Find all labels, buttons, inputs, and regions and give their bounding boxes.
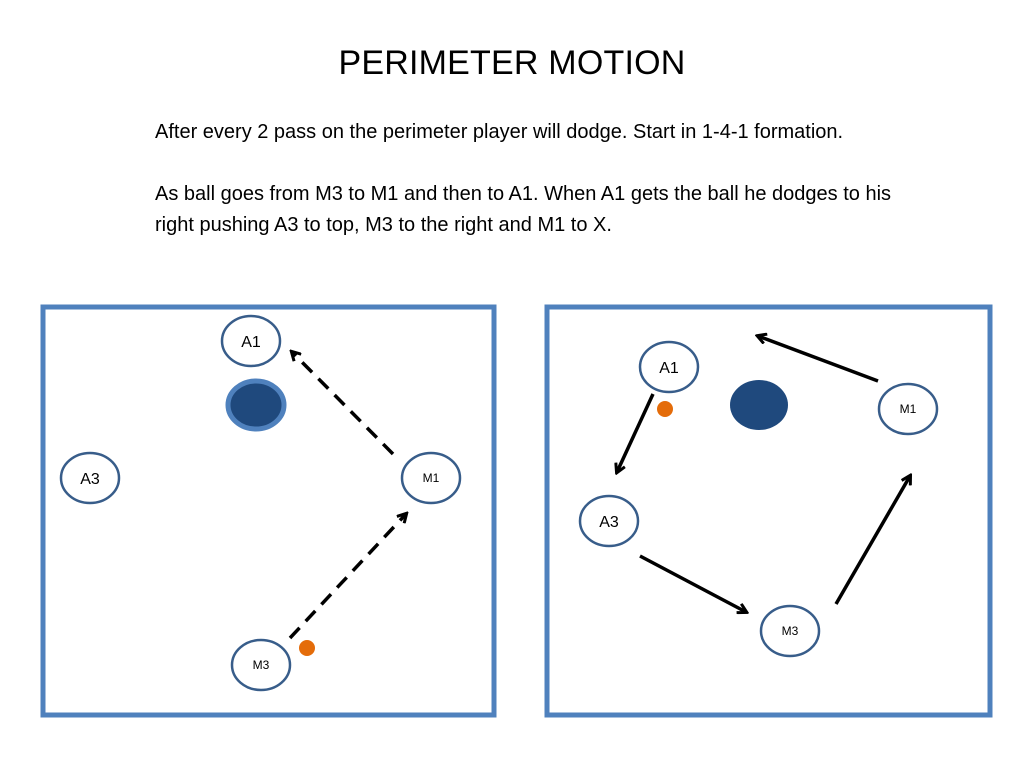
slide-body: After every 2 pass on the perimeter play… bbox=[155, 117, 915, 272]
right-player-a3: A3 bbox=[578, 494, 640, 548]
right-player-m1-label: M1 bbox=[900, 402, 917, 416]
left-player-m3: M3 bbox=[230, 638, 292, 692]
body-paragraph-2: As ball goes from M3 to M1 and then to A… bbox=[155, 183, 892, 236]
right-player-m3: M3 bbox=[759, 604, 821, 658]
left-player-a3-label: A3 bbox=[80, 471, 100, 488]
right-player-m1: M1 bbox=[877, 382, 939, 436]
left-pass-arrow-m3-to-m1 bbox=[288, 514, 406, 640]
left-player-a1-label: A1 bbox=[241, 334, 261, 351]
right-move-arrow-a3-to-m3 bbox=[639, 554, 746, 612]
slide-title: PERIMETER MOTION bbox=[338, 44, 686, 82]
left-player-m1: M1 bbox=[400, 451, 462, 505]
right-player-a1-label: A1 bbox=[659, 360, 679, 377]
left-player-m3-label: M3 bbox=[253, 658, 270, 672]
right-move-arrow-m3-to-m1 bbox=[834, 476, 910, 605]
left-player-a3: A3 bbox=[59, 451, 121, 505]
left-player-a1: A1 bbox=[220, 314, 282, 368]
body-paragraph-1: After every 2 pass on the perimeter play… bbox=[155, 121, 844, 143]
right-move-arrow-a1-dodge bbox=[617, 393, 655, 472]
right-move-arrow-m1-to-top bbox=[758, 336, 879, 383]
right-ball bbox=[657, 401, 673, 417]
left-pass-arrow-m1-to-a1 bbox=[292, 352, 395, 456]
left-defender-marker bbox=[225, 378, 287, 432]
left-player-m1-label: M1 bbox=[423, 471, 440, 485]
right-player-m3-label: M3 bbox=[782, 624, 799, 638]
right-defender-marker bbox=[730, 380, 788, 430]
right-player-a3-label: A3 bbox=[599, 514, 619, 531]
left-ball bbox=[299, 640, 315, 656]
right-diagram: A1 A3 M1 M3 bbox=[544, 304, 993, 718]
left-diagram: A1 A3 M1 M3 bbox=[40, 304, 497, 718]
right-player-a1: A1 bbox=[638, 340, 700, 394]
